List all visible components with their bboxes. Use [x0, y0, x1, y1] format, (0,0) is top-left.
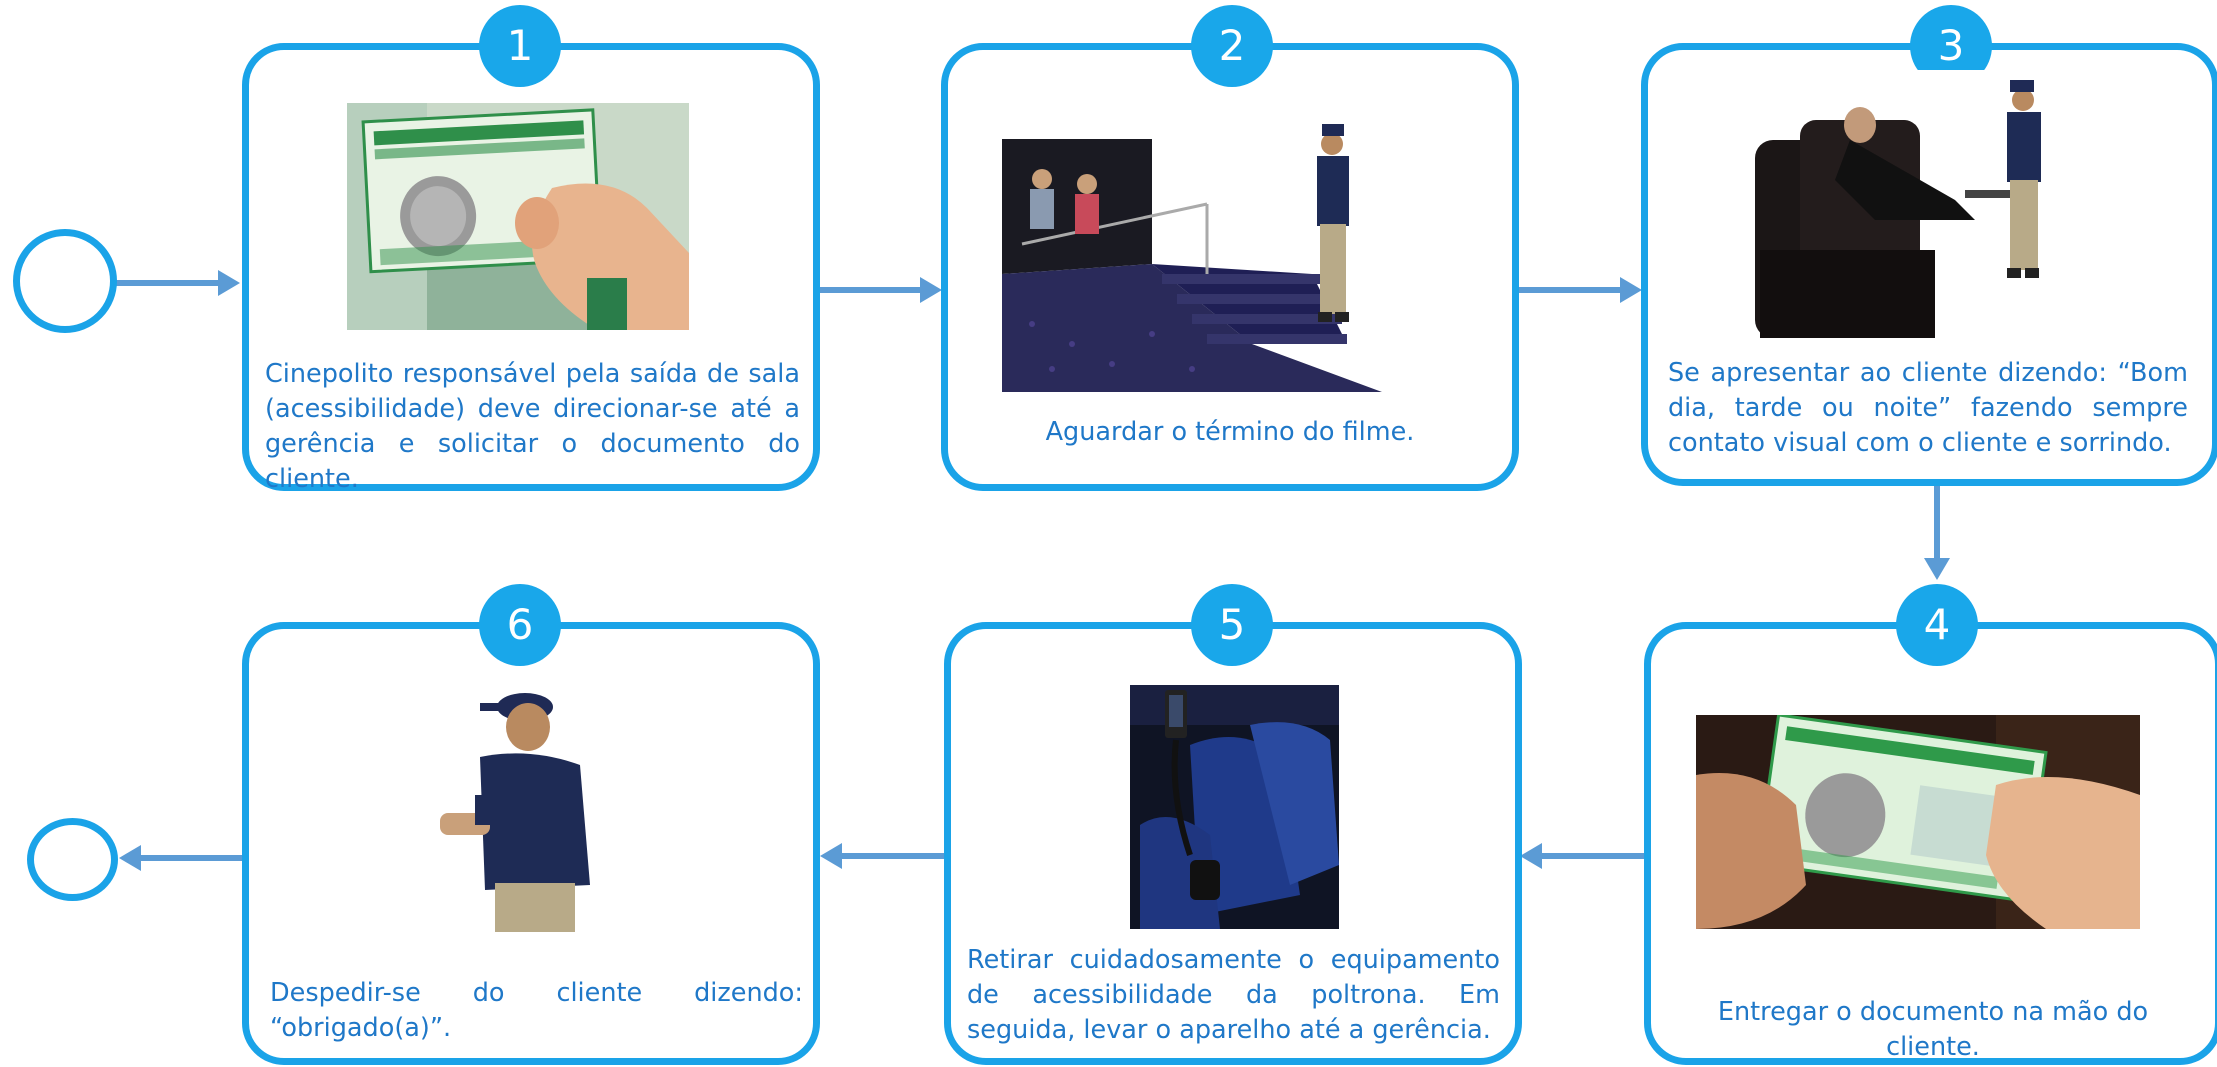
step-1-number: 1	[479, 5, 561, 87]
step-6-image-staff-farewell	[440, 685, 606, 932]
step-4-text: Entregar o documento na mão do cliente.	[1717, 997, 2149, 1062]
step-2-number: 2	[1191, 5, 1273, 87]
arrow-4-to-5	[1520, 843, 1645, 869]
step-3-text: Se apresentar ao cliente dizendo: “Bom d…	[1668, 358, 2188, 458]
arrow-1-to-2	[818, 277, 942, 303]
arrow-start-to-1	[115, 270, 240, 296]
end-node	[27, 818, 118, 901]
step-5-number: 5	[1191, 584, 1273, 666]
arrow-5-to-6	[820, 843, 945, 869]
step-2-text: Aguardar o término do filme.	[1045, 417, 1415, 447]
step-4-number: 4	[1896, 584, 1978, 666]
step-5-image-accessibility-device	[1130, 685, 1339, 929]
step-4-image-handing-document	[1696, 715, 2140, 929]
arrow-3-to-4	[1924, 486, 1950, 580]
step-1-image-id-card	[347, 103, 689, 330]
step-5-text: Retirar cuidadosamente o equipamento de …	[967, 945, 1500, 1045]
arrow-6-to-end	[119, 845, 244, 871]
step-6-text: Despedir-se do cliente dizendo: “obrigad…	[270, 978, 803, 1043]
step-2-image-theater-stairs	[1002, 124, 1382, 392]
step-1-text: Cinepolito responsável pela saída de sal…	[265, 359, 800, 494]
step-3-image-greeting-client	[1755, 70, 2055, 338]
step-6-number: 6	[479, 584, 561, 666]
start-node	[13, 229, 117, 333]
arrow-2-to-3	[1517, 277, 1642, 303]
